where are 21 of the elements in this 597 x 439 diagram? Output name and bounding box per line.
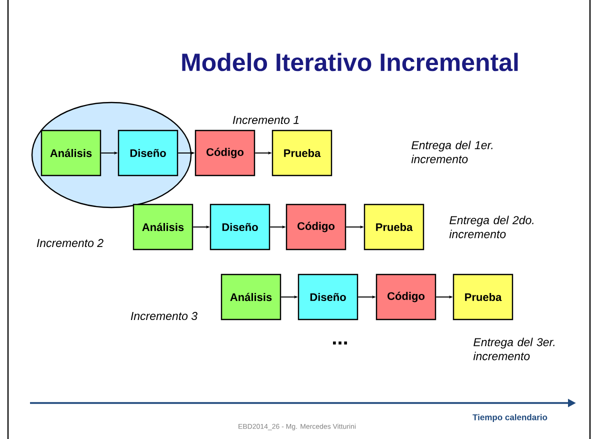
increment-label: Incremento 2 — [36, 238, 104, 248]
phase-box: Código — [376, 274, 436, 320]
ellipsis: ... — [333, 342, 347, 344]
title: Modelo Iterativo Incremental — [182, 52, 518, 72]
increment-label: Incremento 3 — [130, 312, 198, 320]
axis-label: Tiempo calendario — [472, 414, 548, 422]
phase-box: Prueba — [452, 274, 514, 320]
increment-label: Incremento 1 — [232, 116, 299, 124]
phase-box: Diseño — [118, 130, 178, 176]
phase-box: Prueba — [272, 130, 332, 176]
phase-box: Prueba — [364, 204, 424, 250]
phase-box: Diseño — [210, 204, 270, 250]
phase-box: Análisis — [132, 204, 194, 250]
phase-box: Diseño — [298, 274, 358, 320]
delivery-note: Entrega del 2do. incremento — [449, 216, 534, 238]
delivery-note: Entrega del 1er. incremento — [411, 140, 492, 164]
phase-box: Código — [194, 130, 256, 176]
phase-box: Análisis — [40, 130, 102, 176]
delivery-note: Entrega del 3er. incremento — [473, 338, 554, 360]
phase-box: Análisis — [220, 274, 282, 320]
phase-box: Código — [286, 204, 346, 250]
